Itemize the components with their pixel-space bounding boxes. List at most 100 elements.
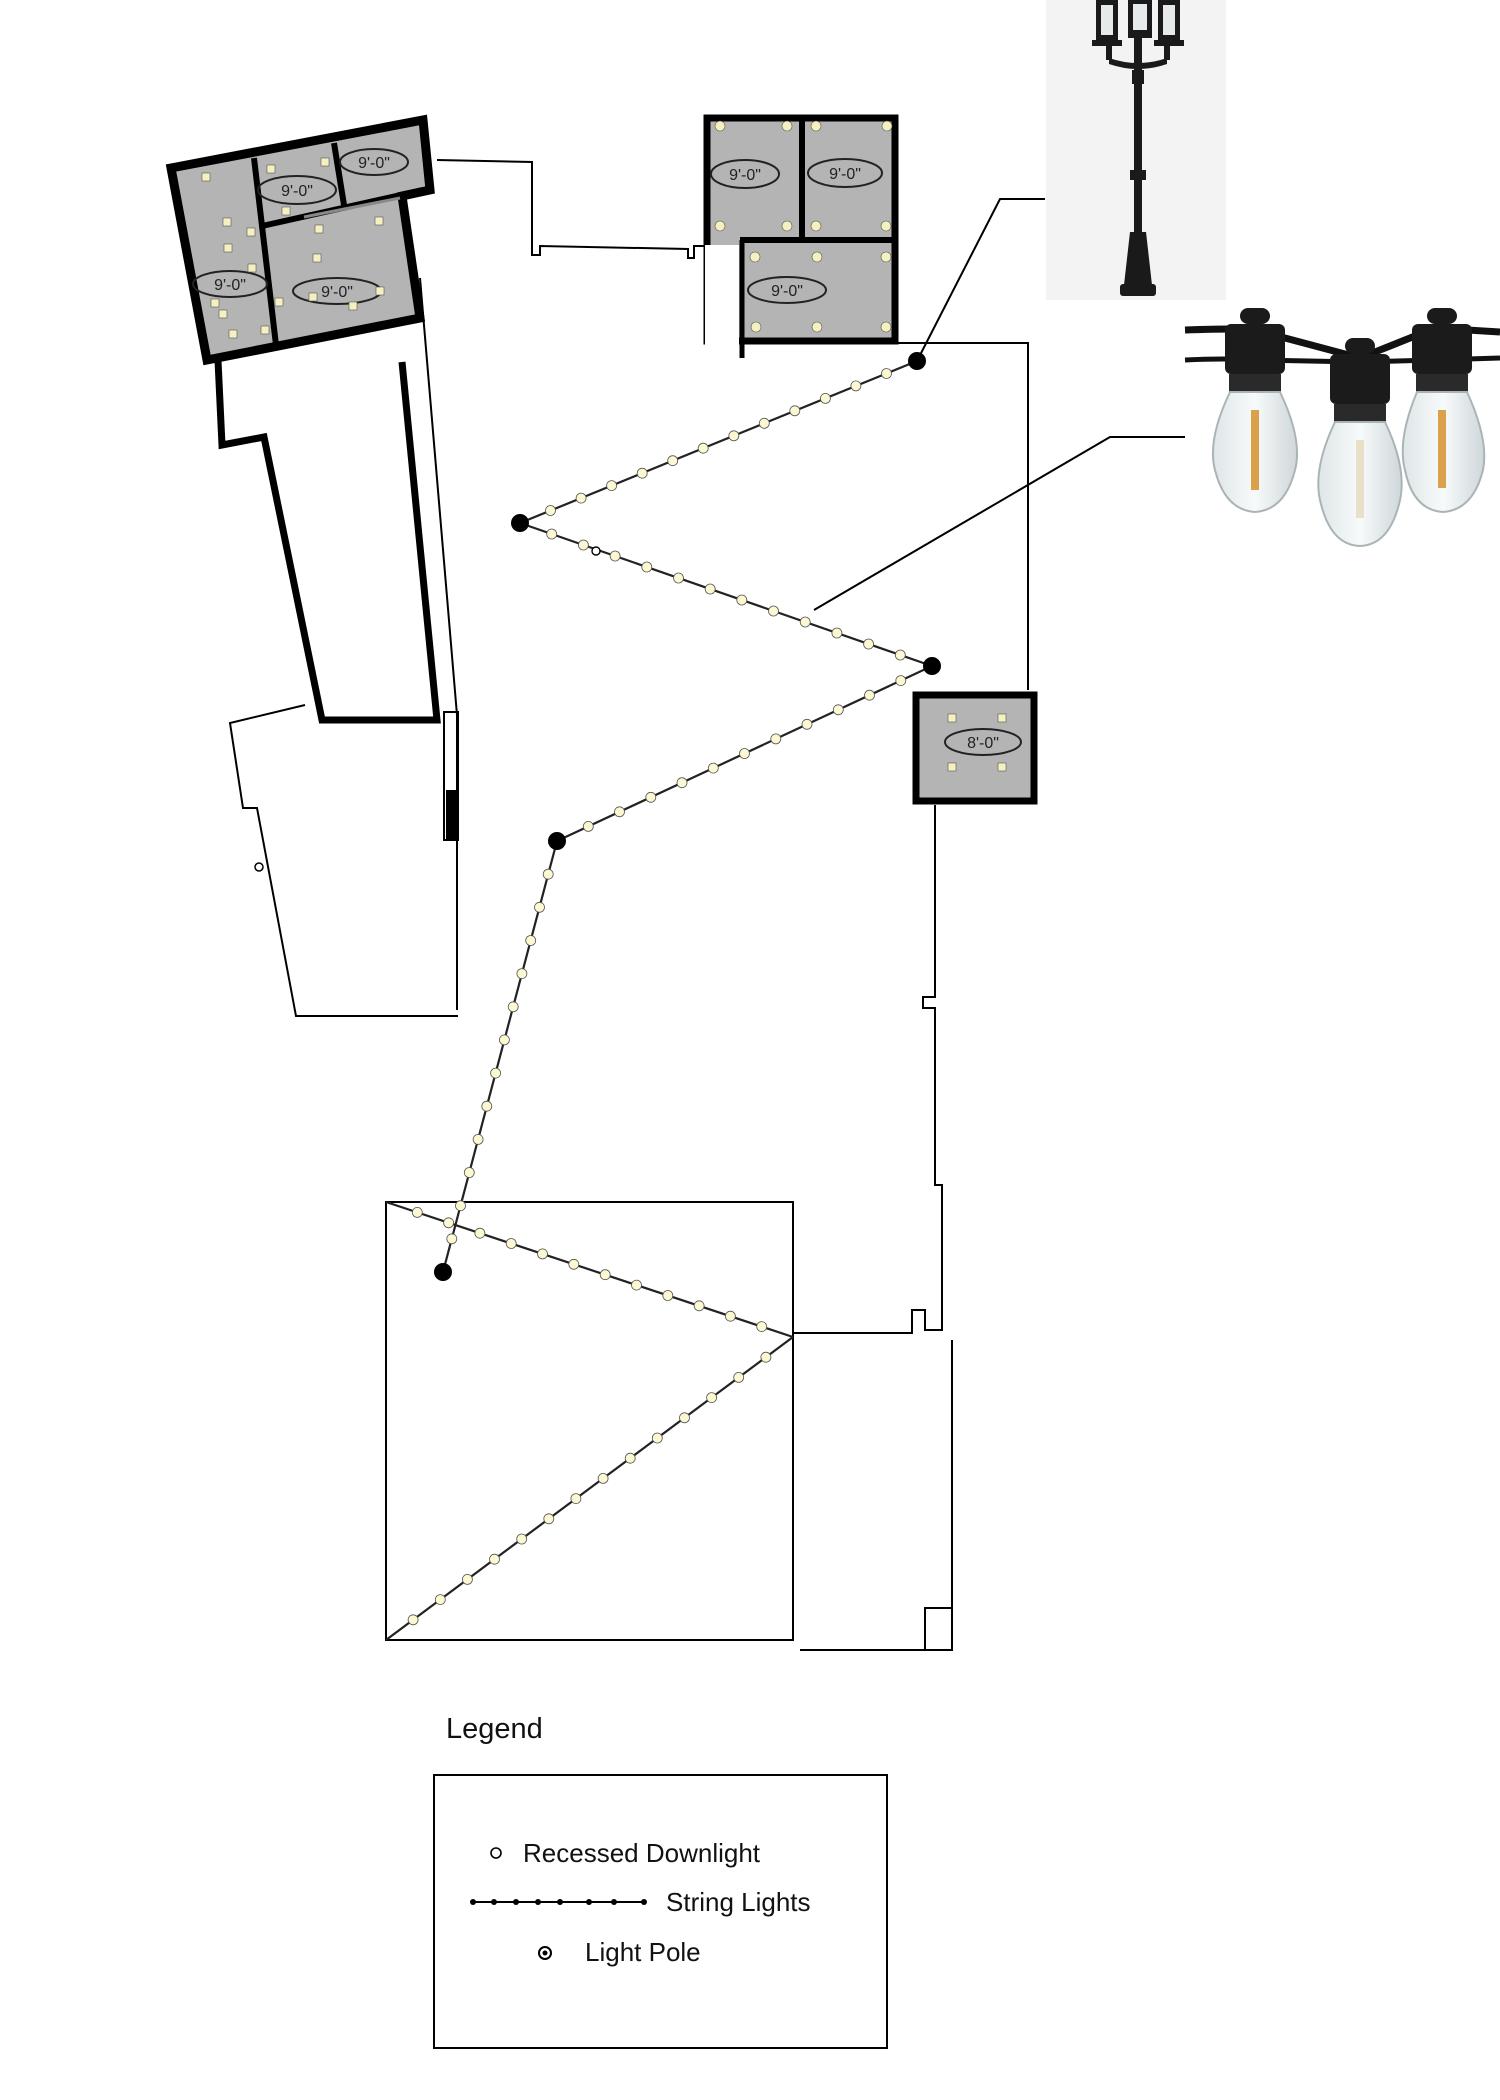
string-lights-layer	[385, 359, 933, 1641]
legend-box	[433, 1774, 888, 2049]
recessed-downlight	[997, 762, 1007, 772]
string-light-bulb	[864, 689, 875, 701]
string-light-bulb	[489, 1553, 500, 1565]
string-light-bulb	[820, 392, 831, 404]
string-light-bulb	[645, 791, 657, 803]
string-light-wire	[519, 359, 918, 525]
recessed-downlight	[218, 309, 228, 319]
string-light-bulb	[525, 935, 537, 946]
recessed-downlight	[750, 321, 762, 333]
string-light-bulb	[697, 442, 709, 454]
recessed-downlight	[714, 220, 726, 232]
downlights-northwest	[201, 157, 385, 339]
recessed-downlight	[375, 286, 385, 296]
string-light-bulb	[863, 638, 874, 650]
string-lights-icon	[470, 1899, 647, 1905]
left-building-wall	[209, 254, 441, 724]
string-light-bulb	[676, 777, 688, 789]
east-property-line	[896, 342, 1029, 690]
light-poles	[434, 352, 941, 1281]
ceiling-height-tag	[257, 175, 337, 205]
string-light-bulb	[789, 405, 801, 417]
string-light-bulb	[758, 417, 770, 429]
lamp-post-photo	[1046, 0, 1226, 300]
legend-item-label: String Lights	[666, 1887, 811, 1917]
string-light-bulb	[736, 594, 748, 606]
string-light-bulbs-photo	[1184, 300, 1500, 550]
string-light-bulb	[641, 561, 653, 573]
string-light-bulb	[832, 704, 844, 716]
string-light-bulb	[407, 1614, 419, 1626]
string-light-bulb	[768, 605, 779, 617]
recessed-downlight	[781, 120, 793, 132]
string-light-bulb	[570, 1493, 582, 1504]
string-light-bulb	[631, 1279, 642, 1291]
recessed-downlight	[312, 253, 322, 263]
leader-line-lamp-post	[916, 198, 1045, 362]
string-light-bulb	[801, 718, 813, 730]
string-light-bulb	[461, 1574, 473, 1585]
string-light-bulb	[799, 616, 811, 628]
recessed-downlight	[222, 217, 232, 227]
string-light-wire	[441, 840, 559, 1273]
room-northwest-ceiling	[165, 114, 435, 366]
room-height-label: 9'-0"	[281, 183, 313, 200]
recessed-downlight	[247, 263, 257, 273]
light-pole	[434, 1263, 452, 1281]
ceiling-height-tag	[192, 270, 268, 298]
string-light-bulb	[543, 1513, 555, 1525]
string-light-bulb	[733, 1372, 745, 1383]
recessed-downlight	[810, 220, 822, 232]
string-light-bulb	[895, 675, 907, 686]
string-light-bulb	[599, 1269, 611, 1281]
string-light-bulb	[756, 1321, 768, 1332]
string-light-bulb	[472, 1134, 484, 1145]
recessed-downlight	[811, 251, 823, 263]
recessed-downlight	[260, 325, 270, 335]
recessed-downlight	[997, 713, 1007, 723]
string-light-bulb	[636, 467, 648, 479]
string-light-bulb	[728, 430, 740, 442]
string-light-bulb	[578, 539, 589, 551]
string-light-bulb	[568, 1258, 580, 1270]
room-group-northeast: 9'-0" 9'-0" 9'-0"	[703, 114, 899, 358]
room-height-label: 9'-0"	[729, 167, 761, 184]
string-light-bulb	[490, 1067, 502, 1079]
recessed-downlight	[947, 762, 957, 772]
room-height-label: 8'-0"	[967, 735, 999, 752]
string-light-bulb	[679, 1412, 690, 1424]
string-light-bulb	[704, 583, 716, 595]
recessed-downlight	[880, 251, 892, 263]
ceiling-height-tag	[807, 158, 883, 188]
downlights-east	[947, 713, 1007, 772]
room-east-ceiling	[912, 691, 1038, 805]
recessed-downlight	[246, 227, 256, 237]
string-light-wire	[385, 1336, 794, 1641]
ceiling-height-tag	[339, 148, 409, 176]
leader-line-string-lights	[813, 436, 1185, 611]
string-light-bulb	[434, 1594, 446, 1605]
legend-title: Legend	[446, 1713, 543, 1745]
string-light-bulb	[575, 492, 587, 504]
top-connector-wall	[436, 159, 710, 259]
recessed-downlight	[947, 713, 957, 723]
string-light-bulb	[507, 1001, 519, 1013]
string-light-bulb	[411, 1207, 423, 1218]
string-light-bulb	[446, 1233, 458, 1245]
string-light-bulb	[667, 455, 679, 467]
string-light-bulb	[474, 1227, 486, 1239]
light-pole	[511, 514, 529, 532]
ceiling-height-tag	[747, 276, 827, 304]
room-height-label: 9'-0"	[214, 277, 246, 294]
string-light-bulb	[463, 1167, 475, 1178]
string-light-bulb	[546, 528, 558, 540]
recessed-downlight	[210, 298, 220, 308]
light-pole	[548, 832, 566, 850]
string-light-bulb	[707, 762, 719, 774]
string-light-bulb	[498, 1034, 510, 1046]
string-light-bulb	[582, 821, 594, 832]
room-height-label: 9'-0"	[829, 166, 861, 183]
partition	[331, 142, 347, 206]
recessed-downlight	[811, 321, 823, 333]
